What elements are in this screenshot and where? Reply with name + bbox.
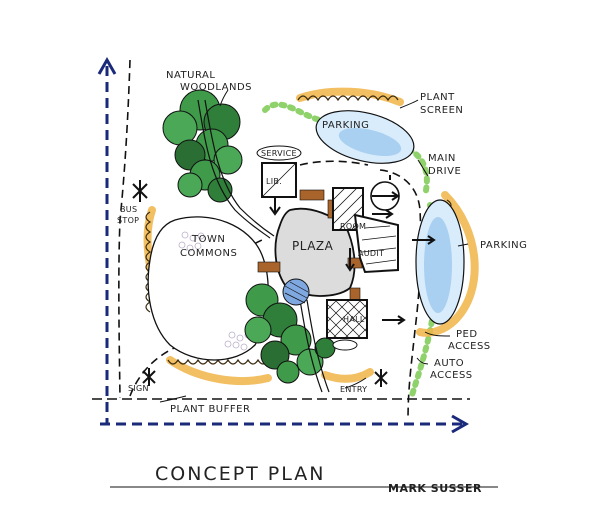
- label-audit: AUDIT: [358, 249, 384, 258]
- plan-title: CONCEPT PLAN: [155, 463, 326, 485]
- label-parking-top: PARKING: [322, 120, 369, 131]
- buffer-north: [296, 87, 404, 106]
- woodland-trail: [197, 99, 330, 393]
- label-ped-access: ACCESS: [448, 341, 491, 352]
- hall-hatch: [326, 299, 368, 339]
- buffer-entry: [321, 368, 374, 383]
- label-screen: SCREEN: [420, 105, 463, 116]
- parking-area-north-fill: [338, 128, 402, 156]
- label-main: MAIN: [428, 153, 456, 164]
- label-lib: LIB.: [266, 177, 282, 186]
- bus-stop-asterisk: [132, 180, 148, 202]
- label-service: SERVICE: [261, 149, 297, 158]
- label-parking-right: PARKING: [480, 240, 527, 251]
- library-hatch: [261, 162, 297, 198]
- buffer-east: [416, 191, 479, 337]
- hall-oval: [332, 339, 358, 351]
- title-block: CONCEPT PLAN MARK SUSSER: [110, 463, 498, 495]
- main-drive-path: [379, 169, 422, 421]
- entry-asterisk: [374, 369, 388, 387]
- label-town: TOWN: [191, 234, 225, 245]
- plaza-fountain-hatch: [284, 281, 309, 304]
- label-hall: HALL: [343, 315, 365, 324]
- parking-area-east-fill: [424, 217, 452, 313]
- buffer-south: [166, 356, 272, 385]
- site-axes: [92, 56, 470, 434]
- label-bus: BUS: [120, 205, 137, 214]
- plan-labels: NATURAL WOODLANDS PLANT SCREEN PARKING S…: [117, 70, 527, 415]
- label-plaza: PLAZA: [292, 239, 334, 253]
- west-road-path: [118, 59, 131, 399]
- leader-lines: [159, 89, 469, 403]
- label-natural: NATURAL: [166, 70, 215, 81]
- label-ped: PED: [456, 329, 478, 340]
- audit-hatch: [361, 225, 397, 265]
- label-drive: DRIVE: [428, 166, 461, 177]
- label-plant: PLANT: [420, 92, 455, 103]
- audit-building: [353, 213, 399, 274]
- room-hatch: [332, 187, 364, 231]
- label-room: ROOM: [340, 222, 366, 231]
- label-sign: SIGN: [128, 384, 149, 393]
- plan-author: MARK SUSSER: [388, 482, 482, 495]
- label-auto: AUTO: [434, 358, 464, 369]
- axis-horizontal-arrowhead: [451, 414, 470, 434]
- label-plant-buffer: PLANT BUFFER: [170, 404, 250, 415]
- label-woodlands: WOODLANDS: [180, 82, 252, 93]
- label-commons: COMMONS: [180, 248, 237, 259]
- axis-vertical-arrowhead: [97, 56, 117, 75]
- label-stop: STOP: [117, 216, 139, 225]
- service-drive-path: [299, 160, 369, 166]
- service-oval: [256, 145, 302, 161]
- label-auto-access: ACCESS: [430, 370, 473, 381]
- woodland-trees: [162, 89, 336, 384]
- sign-asterisk: [142, 368, 156, 386]
- town-commons-area: [147, 216, 269, 361]
- flow-arrows: [269, 175, 436, 325]
- label-entry: ENTRY: [340, 385, 367, 394]
- asterisk-markers: [132, 180, 388, 387]
